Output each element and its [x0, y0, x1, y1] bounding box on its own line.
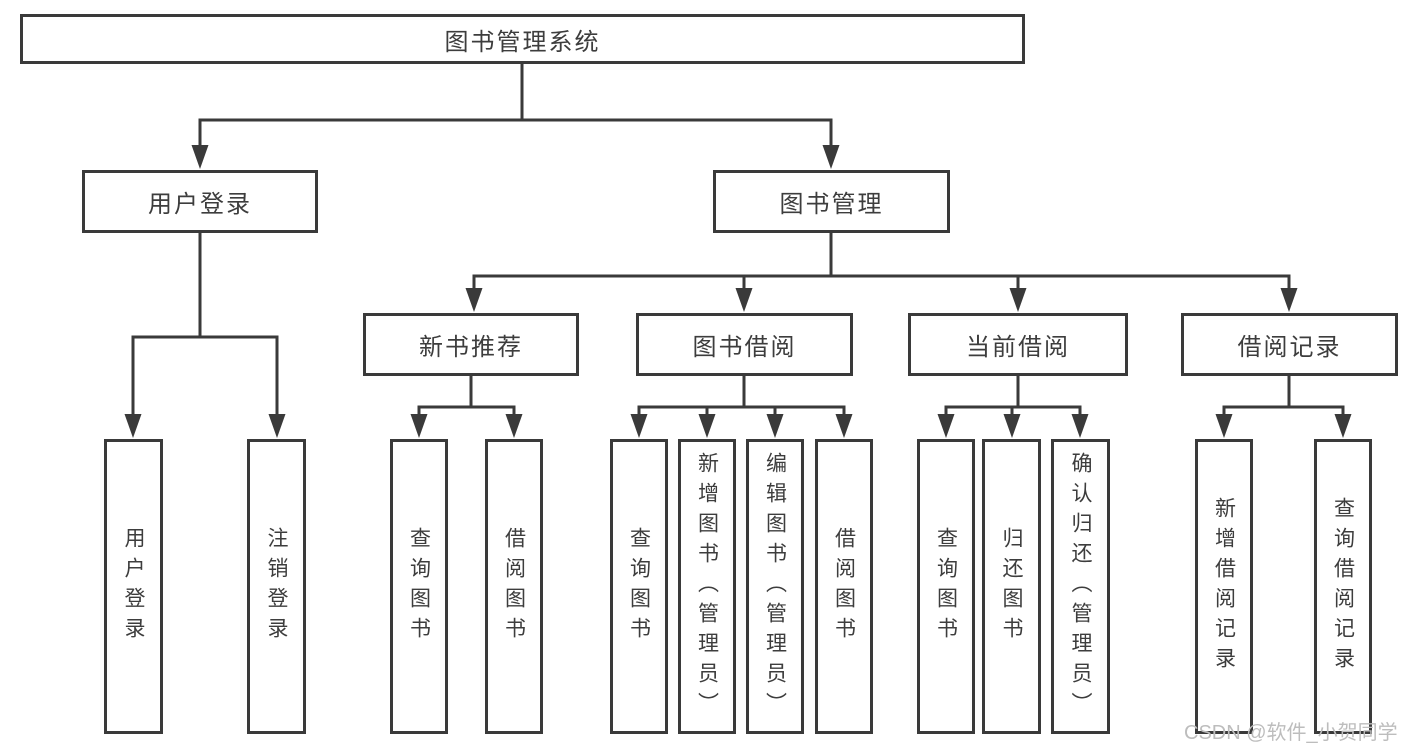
leaf-borrowing-add-books-admin: 新增图书（管理员）: [678, 439, 736, 734]
node-book-management: 图书管理: [713, 170, 950, 233]
node-book-management-system: 图书管理系统: [20, 14, 1025, 64]
connector-new-book-recommendation-to-leaves: [410, 376, 523, 438]
leaf-borrowing-borrow-books: 借阅图书: [815, 439, 873, 734]
leaf-user-login: 用户登录: [104, 439, 163, 734]
connector-book-management-to-level3: [465, 233, 1298, 312]
leaf-borrowing-borrow-books-label: 借阅图书: [832, 526, 856, 647]
leaf-recommend-query-books-label: 查询图书: [407, 526, 431, 647]
leaf-logout-label: 注销登录: [265, 526, 288, 647]
leaf-borrowing-query-books: 查询图书: [610, 439, 668, 734]
connector-current-borrowing-to-leaves: [937, 376, 1089, 438]
node-user-login: 用户登录: [82, 170, 318, 233]
node-borrowing-records-label: 借阅记录: [1237, 334, 1342, 361]
connector-root-to-level2: [191, 64, 840, 169]
leaf-user-login-label: 用户登录: [122, 526, 145, 647]
node-new-book-recommendation-label: 新书推荐: [419, 334, 523, 361]
node-new-book-recommendation: 新书推荐: [363, 313, 579, 376]
leaf-current-confirm-return-admin: 确认归还（管理员）: [1051, 439, 1110, 734]
leaf-recommend-borrow-books-label: 借阅图书: [502, 526, 526, 647]
leaf-records-add-record: 新增借阅记录: [1195, 439, 1253, 734]
leaf-records-query-record-label: 查询借阅记录: [1331, 496, 1355, 677]
node-book-management-system-label: 图书管理系统: [444, 28, 601, 56]
leaf-current-return-books-label: 归还图书: [1000, 526, 1023, 647]
csdn-watermark: CSDN @软件_小贺同学: [1184, 722, 1398, 744]
leaf-current-return-books: 归还图书: [982, 439, 1041, 734]
node-current-borrowing: 当前借阅: [908, 313, 1128, 376]
leaf-recommend-borrow-books: 借阅图书: [485, 439, 543, 734]
leaf-logout: 注销登录: [247, 439, 306, 734]
node-user-login-label: 用户登录: [148, 191, 252, 218]
node-book-borrowing: 图书借阅: [636, 313, 853, 376]
node-borrowing-records: 借阅记录: [1181, 313, 1398, 376]
leaf-current-confirm-return-admin-label: 确认归还（管理员）: [1069, 451, 1092, 722]
leaf-borrowing-query-books-label: 查询图书: [627, 526, 651, 647]
connector-book-borrowing-to-leaves: [630, 376, 853, 438]
leaf-current-query-books: 查询图书: [917, 439, 975, 734]
leaf-borrowing-edit-books-admin: 编辑图书（管理员）: [746, 439, 804, 734]
connector-user-login-to-leaves: [124, 233, 286, 438]
leaf-records-add-record-label: 新增借阅记录: [1212, 496, 1236, 677]
node-current-borrowing-label: 当前借阅: [966, 334, 1070, 361]
connector-borrowing-records-to-leaves: [1215, 376, 1352, 438]
leaf-current-query-books-label: 查询图书: [934, 526, 958, 647]
leaf-recommend-query-books: 查询图书: [390, 439, 448, 734]
leaf-borrowing-add-books-admin-label: 新增图书（管理员）: [695, 451, 719, 722]
node-book-management-label: 图书管理: [779, 191, 884, 218]
leaf-borrowing-edit-books-admin-label: 编辑图书（管理员）: [763, 451, 787, 722]
node-book-borrowing-label: 图书借阅: [692, 334, 797, 361]
leaf-records-query-record: 查询借阅记录: [1314, 439, 1372, 734]
